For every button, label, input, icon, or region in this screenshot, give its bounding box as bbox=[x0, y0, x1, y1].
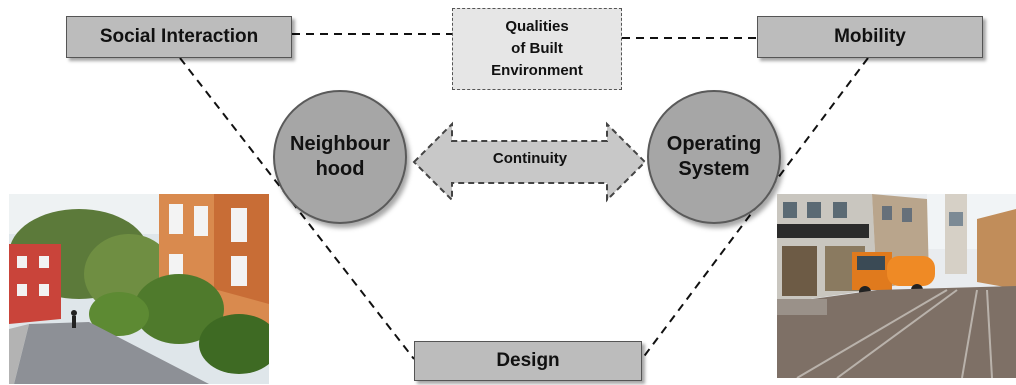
continuity-label: Continuity bbox=[492, 150, 568, 167]
mobility-box: Mobility bbox=[757, 16, 983, 58]
neighbourhood-circle: Neighbour hood bbox=[273, 90, 407, 224]
qualities-box: Qualities of Built Environment bbox=[452, 8, 622, 90]
social-interaction-box: Social Interaction bbox=[66, 16, 292, 58]
city-street-tram-photo bbox=[777, 194, 1016, 378]
neighbourhood-line-2: hood bbox=[315, 158, 365, 180]
line-social-to-design bbox=[179, 57, 415, 360]
qualities-line-2: of Built bbox=[511, 40, 563, 57]
design-label: Design bbox=[496, 350, 560, 371]
operating-system-line-2: System bbox=[678, 158, 750, 180]
social-interaction-label: Social Interaction bbox=[99, 26, 259, 47]
residential-street-photo bbox=[9, 194, 269, 384]
design-box: Design bbox=[414, 341, 642, 381]
operating-system-line-1: Operating bbox=[666, 133, 762, 155]
continuity-arrow bbox=[412, 121, 647, 203]
mobility-label: Mobility bbox=[834, 26, 906, 47]
operating-system-circle: Operating System bbox=[647, 90, 781, 224]
qualities-line-3: Environment bbox=[491, 62, 583, 79]
qualities-line-1: Qualities bbox=[505, 18, 569, 35]
neighbourhood-line-1: Neighbour bbox=[290, 133, 390, 155]
